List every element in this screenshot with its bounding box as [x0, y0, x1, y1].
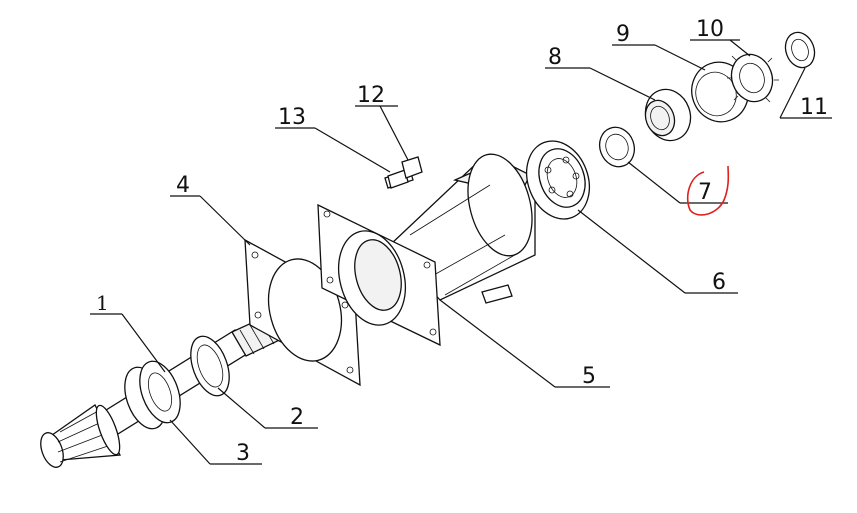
- label-13: 13: [278, 105, 306, 130]
- label-5: 5: [582, 364, 596, 389]
- part-7-spacer: [598, 126, 636, 168]
- label-1: 1: [96, 291, 109, 315]
- label-8: 8: [548, 45, 562, 70]
- label-6: 6: [712, 270, 726, 295]
- part-11-lock-nut: [784, 31, 816, 69]
- label-10: 10: [696, 17, 724, 42]
- label-9: 9: [616, 22, 630, 47]
- part-10-tab-washer: [727, 53, 779, 103]
- highlight-circle-7: [686, 165, 730, 216]
- label-2: 2: [290, 405, 304, 430]
- part-5-bearing-housing: [317, 153, 536, 347]
- label-3: 3: [236, 441, 250, 466]
- part-12-13-bolt: [387, 156, 423, 189]
- label-11: 11: [800, 95, 828, 120]
- label-4: 4: [176, 173, 190, 198]
- part-1-bearing-cone: [124, 360, 181, 430]
- part-8-roller-bearing: [644, 88, 692, 142]
- part-2-spacer-ring: [190, 335, 230, 397]
- label-12: 12: [357, 83, 385, 108]
- part-labels: 1 2 3 4 5 6 7 8 9 10 11 12 13: [96, 17, 828, 466]
- part-6-ball-bearing: [526, 140, 590, 220]
- label-7: 7: [698, 180, 712, 205]
